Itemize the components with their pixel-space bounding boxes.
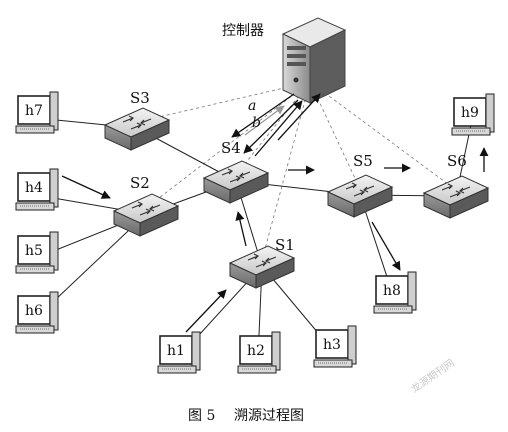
host-label-h2: h2 [247, 343, 265, 359]
controller-server [281, 17, 347, 104]
host-h3: h3 [313, 325, 357, 368]
host-h6: h6 [15, 291, 59, 334]
switch-label-s3: S3 [130, 89, 150, 107]
controller-signals [231, 93, 321, 157]
flow-arrow-h1-s1 [185, 289, 227, 333]
flow-arrow-s1-s4 [235, 211, 247, 247]
host-label-h4: h4 [25, 180, 43, 196]
host-label-h5: h5 [25, 243, 43, 259]
host-h8: h8 [373, 271, 417, 314]
control-link-s1 [261, 81, 311, 261]
host-h7: h7 [15, 91, 59, 134]
flow-arrow-h4-s2 [61, 175, 111, 199]
switch-s5: S5 [326, 152, 394, 218]
host-h4: h4 [15, 168, 59, 211]
switch-s6: S6 [422, 152, 490, 219]
watermark: 龙源期刊网 [408, 356, 456, 395]
switch-label-s5: S5 [353, 152, 373, 170]
host-label-h3: h3 [323, 337, 341, 353]
host-label-h7: h7 [25, 103, 43, 119]
host-h2: h2 [237, 331, 281, 374]
host-label-h1: h1 [167, 343, 185, 359]
figure-title: 溯源过程图 [234, 408, 304, 424]
switch-s1: S1 [228, 236, 296, 289]
host-h9: h9 [451, 93, 495, 136]
switch-label-s4: S4 [221, 139, 241, 157]
switch-label-s1: S1 [275, 236, 295, 254]
host-h1: h1 [157, 331, 201, 374]
switch-s2: S2 [112, 174, 180, 237]
switch-label-s6: S6 [447, 152, 467, 170]
flow-arrow-s5-h8 [371, 221, 401, 271]
switch-s4: S4 [202, 139, 270, 204]
controller-label: 控制器 [222, 23, 264, 39]
flow-arrows [61, 147, 489, 333]
host-label-h8: h8 [383, 283, 401, 299]
host-h5: h5 [15, 231, 59, 274]
switch-s3: S3 [103, 89, 171, 151]
control-link-s6 [309, 81, 457, 191]
host-label-h6: h6 [25, 303, 43, 319]
signal-a-label: a [248, 98, 256, 114]
data-links [35, 117, 473, 359]
switch-label-s2: S2 [130, 174, 150, 192]
control-links [136, 81, 457, 261]
figure-number: 图 5 [188, 408, 215, 424]
control-link-s2 [145, 81, 311, 209]
host-label-h9: h9 [461, 105, 479, 121]
signal-b-label: b [252, 115, 261, 131]
